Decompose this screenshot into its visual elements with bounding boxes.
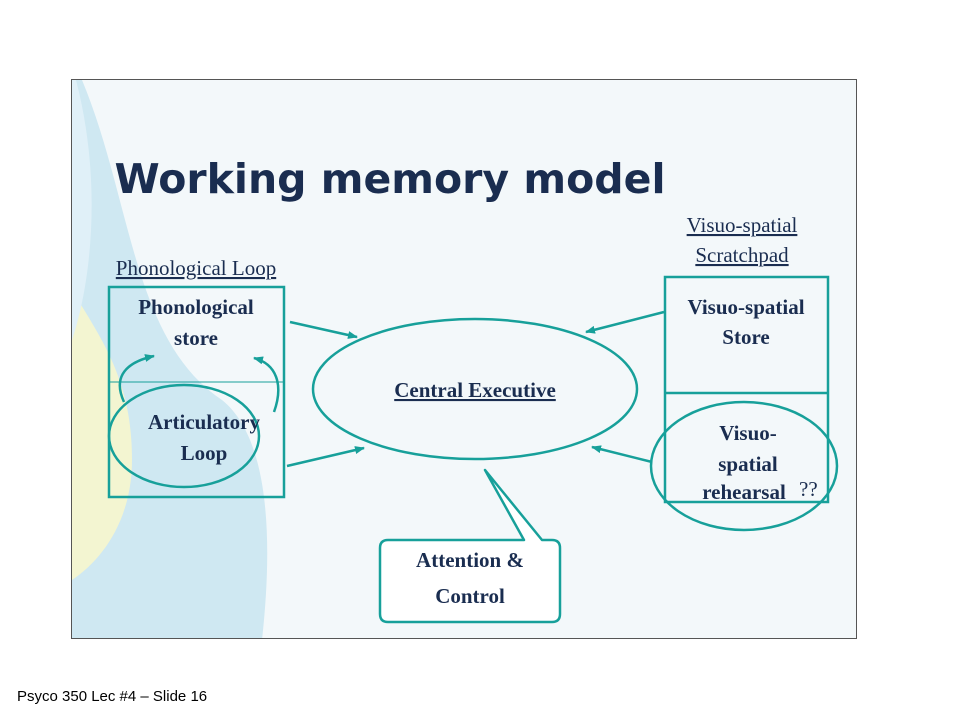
- visuospatial-rehearsal-ellipse: [649, 400, 839, 532]
- phonological-loop-heading: Phonological Loop: [116, 256, 276, 280]
- arrow-visuospatial-rehearsal-to-executive: [591, 445, 653, 464]
- phonological-loop-box: [107, 285, 286, 499]
- visuospatial-store-label-line2: Store: [722, 325, 769, 349]
- visuospatial-rehearsal-label-line2: spatial: [718, 452, 778, 476]
- attention-control-callout: [378, 468, 562, 624]
- visuospatial-store-label-line1: Visuo-spatial: [687, 295, 804, 319]
- visuospatial-heading-line1: Visuo-spatial: [687, 213, 798, 237]
- rehearsal-arrow-left: [118, 354, 155, 403]
- slide-footer: Psyco 350 Lec #4 – Slide 16: [17, 688, 208, 705]
- visuospatial-scratchpad-box: [663, 275, 830, 504]
- arrow-phonological-store-to-executive: [289, 320, 358, 339]
- slide-title: Working memory model: [114, 155, 665, 203]
- phonological-store-label-line2: store: [174, 326, 218, 350]
- visuospatial-rehearsal-label-line3: rehearsal: [702, 480, 786, 504]
- visuospatial-rehearsal-label-line1: Visuo-: [719, 421, 777, 445]
- central-executive-label: Central Executive: [394, 378, 556, 402]
- articulatory-loop-ellipse: [107, 383, 261, 489]
- visuospatial-heading-line2: Scratchpad: [695, 243, 789, 267]
- visuospatial-rehearsal-question-mark: ??: [799, 477, 818, 501]
- rehearsal-arrow-right: [253, 356, 280, 413]
- arrow-articulatory-loop-to-executive: [286, 446, 365, 468]
- attention-control-label-line1: Attention &: [416, 548, 524, 572]
- slide-image: Working memory model Phonological Loop P…: [71, 79, 857, 639]
- decorative-background-swoosh: [72, 80, 268, 638]
- working-memory-diagram: Working memory model Phonological Loop P…: [72, 80, 839, 638]
- attention-control-label-line2: Control: [435, 584, 505, 608]
- articulatory-loop-label-line2: Loop: [181, 441, 228, 465]
- articulatory-loop-label-line1: Articulatory: [148, 410, 260, 434]
- central-executive-ellipse: [311, 317, 639, 461]
- arrow-visuospatial-store-to-executive: [585, 310, 665, 334]
- phonological-store-label-line1: Phonological: [138, 295, 254, 319]
